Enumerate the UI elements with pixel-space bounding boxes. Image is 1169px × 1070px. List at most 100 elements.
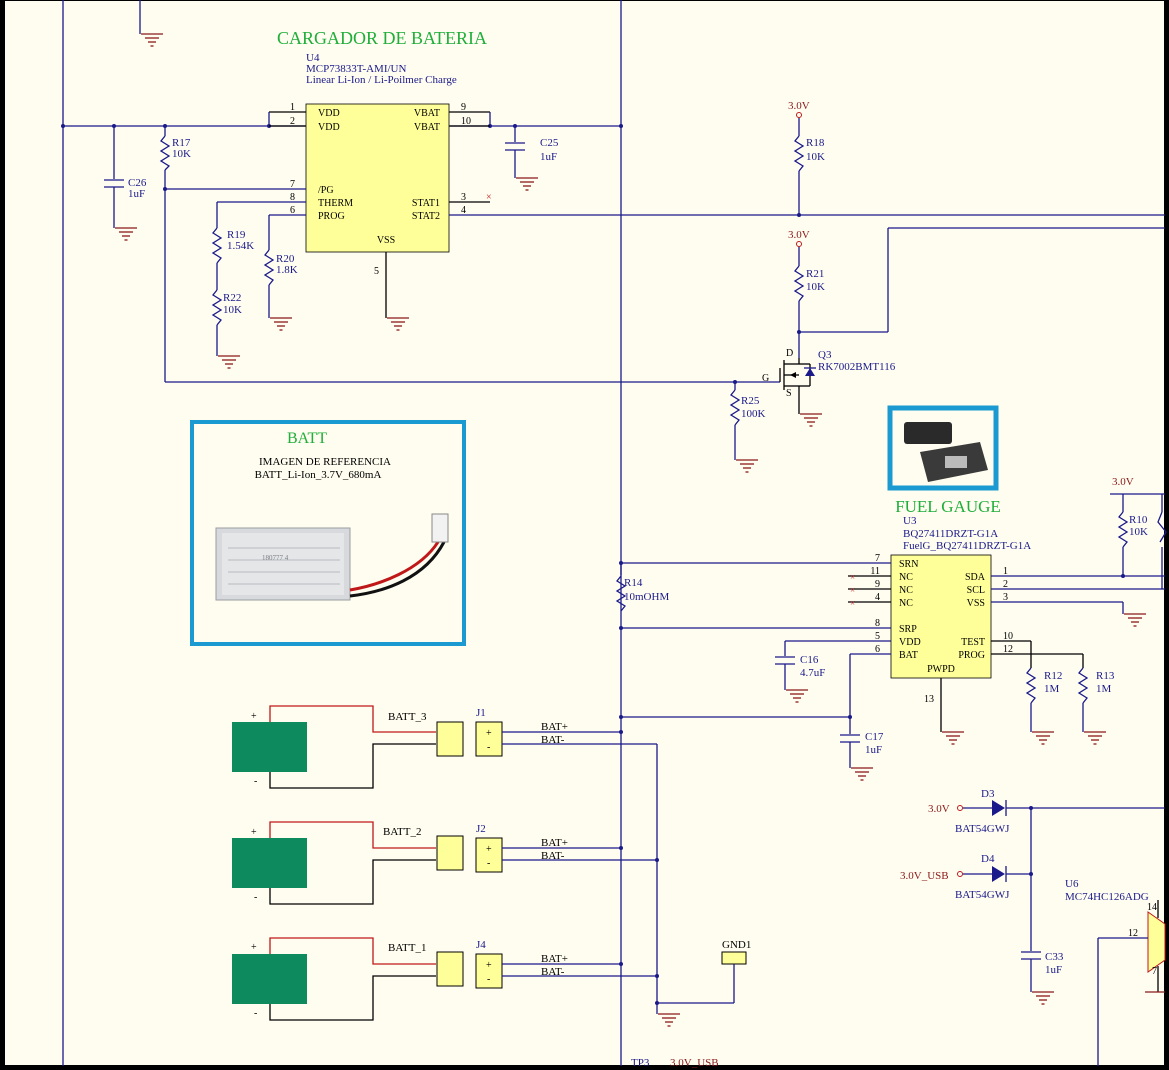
battery-2-connector: + - BATT_2 J2 + - BAT+ BAT- [232,821,659,905]
u4-vbat1: VBAT [414,108,440,119]
battery-3-connector: + - BATT_3 J1 + - BAT+ BAT- [232,705,658,1014]
u3-pin3: 3 [1003,592,1008,603]
q3-source-label: S [786,388,792,399]
u4-pin6: 6 [290,205,295,216]
power-3v0-r10: 3.0V [1112,476,1134,488]
r19-ref: R19 [227,229,246,241]
c17-capacitor: C17 1uF [619,654,884,781]
j4-bat-minus: BAT- [541,966,565,978]
q3-mosfet-block: 3.0V R21 10K D G S Q3 RK7002BMT116 [729,227,1165,473]
c33-capacitor: C33 1uF [1021,808,1064,1005]
j1-bat-minus: BAT- [541,734,565,746]
r14-val: 10mOHM [624,591,669,603]
c16-capacitor: C16 4.7uF [775,641,825,703]
svg-text:+: + [251,942,257,953]
u4-pin2: 2 [290,116,295,127]
c26-capacitor: C26 1uF [104,126,147,241]
r13-val: 1M [1096,683,1112,695]
r17-ref: R17 [172,137,191,149]
d4-diode: 3.0V_USB D4 BAT54GWJ [900,853,1033,901]
r13-ref: R13 [1096,670,1115,682]
global-rails [61,0,623,1066]
u3-sda: SDA [965,572,986,583]
u3-body [890,554,992,679]
u3-pin1: 1 [1003,566,1008,577]
svg-text:×: × [850,572,855,582]
u3-scl: SCL [967,585,985,596]
u6-buffer: U6 MC74HC126ADG 14 12 7 [1065,878,1166,1066]
batt3-pack [232,722,307,772]
r10-val: 10K [1129,526,1148,538]
u3-pin5: 5 [875,631,880,642]
gnd1-label: GND1 [722,939,751,951]
j1-ref: J1 [476,707,486,719]
svg-text:-: - [487,742,490,753]
u4-vdd2: VDD [318,122,340,133]
c17-val: 1uF [865,744,882,756]
d3-ref: D3 [981,788,995,800]
u3-fuel-gauge-ic: U3 BQ27411DRZT-G1A FuelG_BQ27411DRZT-G1A… [621,515,1165,745]
svg-text:×: × [850,598,855,608]
u3-srp: SRP [899,624,917,635]
u3-pin2: 2 [1003,579,1008,590]
u6-pin7: 7 [1152,966,1157,977]
svg-text:+: + [251,827,257,838]
r18-ref: R18 [806,137,825,149]
svg-text:+: + [486,844,492,855]
power-3v0-d3: 3.0V [928,803,950,815]
r19-val: 1.54K [227,240,254,252]
q3-part: RK7002BMT116 [818,361,896,373]
u4-pin8: 8 [290,192,295,203]
fuel-title: FUEL GAUGE [895,497,1001,516]
u6-ref: U6 [1065,878,1079,890]
batt3-label: BATT_3 [388,711,427,723]
r21-ref: R21 [806,268,824,280]
r17-val: 10K [172,148,191,160]
d3-diode: 3.0V D3 BAT54GWJ [928,788,1165,835]
r20-val: 1.8K [276,264,298,276]
batt1-label: BATT_1 [388,942,427,954]
batt-ref-line2: BATT_Li-Ion_3.7V_680mA [255,469,382,481]
j2-bat-minus: BAT- [541,850,565,862]
gnd1-testpoint: GND1 [655,939,751,1027]
svg-text:×: × [850,585,855,595]
u3-pin11: 11 [870,566,880,577]
j4-bat-plus: BAT+ [541,953,568,965]
u3-pwpd: PWPD [927,664,955,675]
c17-ref: C17 [865,731,884,743]
u3-nc3: NC [899,598,913,609]
r20-resistor: R20 1.8K [263,215,298,331]
r14-ref: R14 [624,577,643,589]
u6-pin14: 14 [1147,902,1157,913]
svg-text:+: + [486,960,492,971]
u3-desc: FuelG_BQ27411DRZT-G1A [903,540,1031,552]
u4-pin3: 3 [461,192,466,203]
u3-pin4: 4 [875,592,880,603]
d4-ref: D4 [981,853,995,865]
power-3v0-usb-bottom: 3.0V_USB [670,1057,719,1069]
c25-ref: C25 [540,137,559,149]
u3-nc2: NC [899,585,913,596]
u4-pin9: 9 [461,102,466,113]
svg-text:-: - [487,974,490,985]
u4-body [305,103,450,253]
power-3v0-usb: 3.0V_USB [900,870,949,882]
j2-bat-plus: BAT+ [541,837,568,849]
u4-pg: /PG [318,185,334,196]
q3-drain-label: D [786,348,793,359]
u3-pin13: 13 [924,694,934,705]
battery-1-connector: + - BATT_1 J4 + - BAT+ BAT- [232,937,659,1021]
u3-nc1: NC [899,572,913,583]
r12-ref: R12 [1044,670,1062,682]
u4-part: MCP73833T-AMI/UN [306,63,406,75]
batt-title: BATT [287,430,327,447]
d3-part: BAT54GWJ [955,823,1010,835]
r10-pullup: 3.0V R10 10K [1110,476,1167,589]
u4-pin1: 1 [290,102,295,113]
u4-stat1: STAT1 [412,198,440,209]
u4-vss: VSS [377,235,395,246]
d4-part: BAT54GWJ [955,889,1010,901]
j2-ref: J2 [476,823,486,835]
battery-label: 180777 4 [262,554,289,562]
r13-resistor: R13 1M [1077,654,1115,745]
